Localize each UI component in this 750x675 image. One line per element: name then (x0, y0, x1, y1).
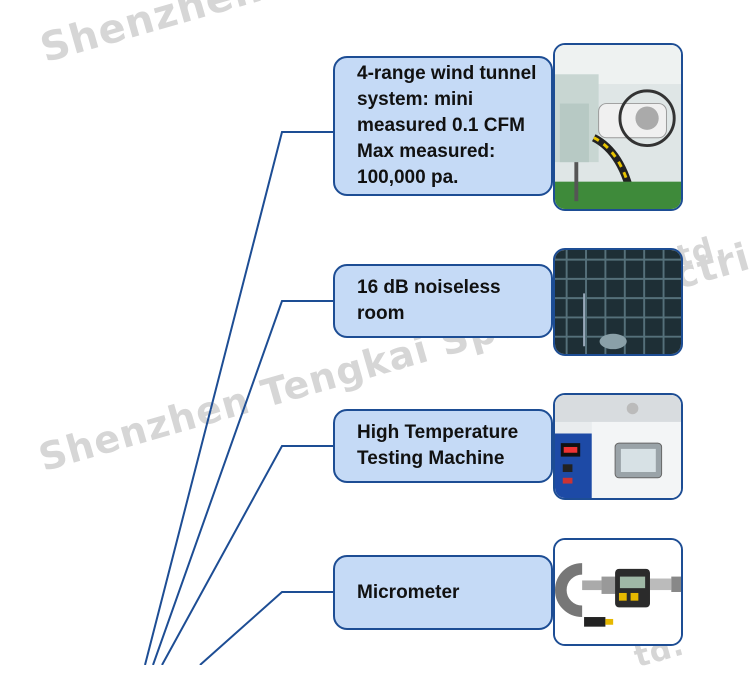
connector-line-2 (152, 300, 334, 665)
card-label: 4-range wind tunnel system: mini measure… (357, 63, 537, 188)
card-label: Micrometer (357, 581, 460, 603)
connector-line-4 (199, 591, 334, 665)
anechoic-room-photo (553, 248, 683, 356)
card-label: High Temperature Testing Machine (357, 422, 519, 469)
micrometer-photo (553, 538, 683, 646)
connector-line-1 (144, 131, 334, 665)
wind-tunnel-photo (553, 43, 683, 211)
card-label: 16 dB noiseless room (357, 277, 501, 324)
connector-line-3 (161, 445, 334, 665)
feature-card-micrometer: Micrometer (333, 555, 553, 630)
oven-photo (553, 393, 683, 500)
feature-card-high-temp-machine: High Temperature Testing Machine (333, 409, 553, 483)
feature-card-noiseless-room: 16 dB noiseless room (333, 264, 553, 338)
feature-card-wind-tunnel: 4-range wind tunnel system: mini measure… (333, 56, 553, 196)
